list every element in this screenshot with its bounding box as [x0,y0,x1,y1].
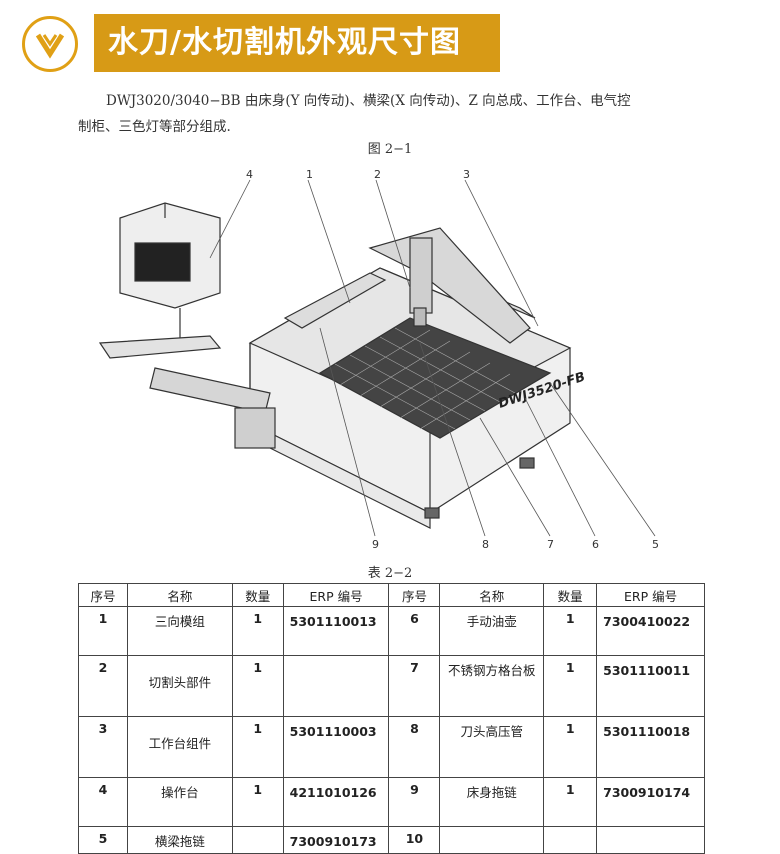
header-qty-a: 数量 [231,583,284,607]
cell-no: 8 [388,716,441,778]
cell-name: 切割头部件 [126,655,233,717]
callout-9: 9 [372,538,379,551]
intro-line-2: 制柜、三色灯等部分组成. [78,119,231,135]
cell-erp [596,826,705,854]
cell-name: 手动油壶 [439,606,545,656]
cell-no: 1 [78,606,128,656]
callout-3: 3 [463,168,470,181]
page-title: 水刀/水切割机外观尺寸图 [94,14,500,72]
figure-caption: 图 2−1 [367,142,413,157]
cell-qty: 1 [231,777,284,827]
cell-name [439,826,545,854]
cell-erp: 5301110018 [596,716,705,778]
intro-paragraph: DWJ3020/3040−BB 由床身(Y 向传动)、横梁(X 向传动)、Z 向… [78,88,698,140]
cell-no: 5 [78,826,128,854]
cell-erp: 7300910174 [596,777,705,827]
header-name-a: 名称 [126,583,233,607]
header-no-a: 序号 [78,583,128,607]
cell-name: 不锈钢方格台板 [439,655,545,717]
table-row: 5 横梁拖链 7300910173 10 [78,826,705,854]
cell-erp: 7300410022 [596,606,705,656]
cutting-head [409,237,433,314]
cell-erp: 7300910173 [282,826,390,854]
cell-erp: 5301110011 [596,655,705,717]
header-erp-a: ERP 编号 [282,583,390,607]
table-row: 2 切割头部件 1 7 不锈钢方格台板 1 5301110011 [78,655,705,717]
cell-no: 3 [78,716,128,778]
grid-table [318,317,552,439]
table-row: 4 操作台 1 4211010126 9 床身拖链 1 7300910174 [78,777,705,827]
cell-qty: 1 [543,655,598,717]
table-header-row: 序号 名称 数量 ERP 编号 序号 名称 数量 ERP 编号 [78,583,705,607]
header-no-b: 序号 [388,583,441,607]
callout-7: 7 [547,538,554,551]
chevron-down-icon [35,33,65,59]
cell-erp: 5301110003 [282,716,390,778]
callout-2: 2 [374,168,381,181]
cell-no: 6 [388,606,441,656]
callout-5: 5 [652,538,659,551]
cell-name: 三向模组 [126,606,233,656]
cell-name: 工作台组件 [126,716,233,778]
header-name-b: 名称 [439,583,545,607]
cell-qty [543,826,598,854]
callout-6: 6 [592,538,599,551]
machine-illustration: DWJ3520-FB 1 2 3 4 5 6 7 8 9 [98,168,659,551]
operator-console [98,335,222,359]
section-header: 水刀/水切割机外观尺寸图 [22,14,502,72]
cell-qty: 1 [231,716,284,778]
control-screen [134,242,191,282]
parts-table: 序号 名称 数量 ERP 编号 序号 名称 数量 ERP 编号 1 三向模组 1… [78,583,705,854]
cell-no: 7 [388,655,441,717]
header-erp-b: ERP 编号 [596,583,705,607]
cell-name: 横梁拖链 [126,826,233,854]
cell-qty [231,826,284,854]
cell-no: 2 [78,655,128,717]
cell-qty: 1 [543,777,598,827]
cell-no: 9 [388,777,441,827]
cell-qty: 1 [543,716,598,778]
cell-name: 刀头高压管 [439,716,545,778]
table-caption: 表 2−2 [367,566,413,581]
cell-name: 床身拖链 [439,777,545,827]
badge-circle [22,16,78,72]
cell-qty: 1 [231,655,284,717]
cell-erp [282,655,390,717]
header-qty-b: 数量 [543,583,598,607]
cell-qty: 1 [543,606,598,656]
callout-1: 1 [306,168,313,181]
cell-name: 操作台 [126,777,233,827]
callout-8: 8 [482,538,489,551]
cell-qty: 1 [231,606,284,656]
table-row: 1 三向模组 1 5301110013 6 手动油壶 1 7300410022 [78,606,705,656]
callout-4: 4 [246,168,253,181]
cell-erp: 4211010126 [282,777,390,827]
table-row: 3 工作台组件 1 5301110003 8 刀头高压管 1 530111001… [78,716,705,778]
intro-line-1: DWJ3020/3040−BB 由床身(Y 向传动)、横梁(X 向传动)、Z 向… [106,93,631,109]
cell-erp: 5301110013 [282,606,390,656]
cell-no: 10 [388,826,441,854]
cell-no: 4 [78,777,128,827]
